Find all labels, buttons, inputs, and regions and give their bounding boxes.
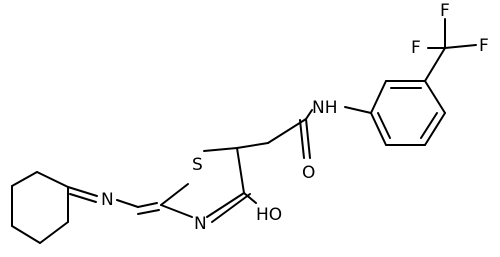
n-n-bond <box>116 199 139 208</box>
n-c2-double-bond <box>137 202 160 215</box>
fluorine-atom-right: F <box>479 36 489 56</box>
c-n-double-bond <box>67 186 98 203</box>
sulfur-atom: S <box>192 155 203 175</box>
n-aryl-bond <box>344 106 372 114</box>
c-oh-bond <box>243 192 257 204</box>
cyclohexane-ring <box>11 171 69 244</box>
amide-nh-atom: NH <box>312 98 338 118</box>
benzene-ring <box>370 80 446 146</box>
acetamide-chain <box>236 109 313 159</box>
hydrazone-nitrogen-atom: N <box>101 190 114 210</box>
carbonyl-oxygen-atom: O <box>302 163 315 183</box>
thiazole-ring <box>160 147 251 223</box>
fluorine-atom-top: F <box>440 1 450 21</box>
fluorine-atom-left: F <box>411 38 421 58</box>
hydroxyl-group: HO <box>256 205 282 225</box>
trifluoromethyl-group <box>424 18 477 82</box>
ring-nitrogen-atom: N <box>194 214 207 234</box>
